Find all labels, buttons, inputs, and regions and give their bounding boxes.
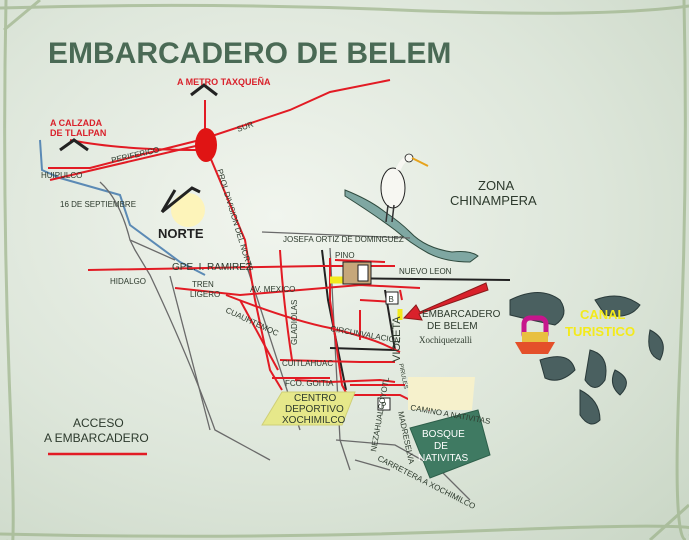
centro-label-2: DEPORTIVO — [285, 404, 344, 415]
zona-label-2: CHINAMPERA — [450, 193, 537, 208]
bosque-label-3: NATIVITAS — [418, 453, 469, 464]
bosque-label-1: BOSQUE — [422, 429, 465, 440]
page-title: EMBARCADERO DE BELEM — [48, 37, 451, 70]
fco-goitia-label: FCO. GOITIA — [285, 379, 334, 388]
nezahualcoyotl-label: NEZAHUALCOYOTL — [369, 376, 391, 453]
bosque-label-2: DE — [434, 441, 448, 452]
calzada-label-1: A CALZADA — [50, 118, 103, 128]
metro-arrow-icon — [190, 83, 218, 97]
hidalgo-label: HIDALGO — [110, 277, 146, 286]
embarcadero-label-2: DE BELEM — [427, 321, 478, 332]
bike-stop-icon: B — [385, 291, 399, 305]
arrow-pointer-icon — [402, 282, 489, 321]
parking-icon: P — [377, 397, 391, 411]
tren-label-2: LIGERO — [190, 290, 220, 299]
chinampa-river — [344, 189, 479, 263]
centro-label-1: CENTRO — [294, 393, 336, 404]
gpe-ramirez-label: GPE. I. RAMIREZ — [172, 262, 252, 273]
bus-icon — [342, 261, 372, 285]
centro-deportivo-area — [261, 391, 356, 426]
calzada-arrow-icon — [59, 138, 89, 152]
tren-label-1: TREN — [192, 280, 214, 289]
north-label: NORTE — [158, 226, 204, 241]
septiembre-label: 16 DE SEPTIEMBRE — [60, 200, 136, 209]
josefa-label: JOSEFA ORTIZ DE DOMINGUEZ — [283, 235, 404, 244]
sur-label: SUR — [236, 120, 255, 134]
embarcadero-area — [408, 377, 475, 410]
violeta-label: VIOLETA — [391, 316, 403, 362]
prol-division-label: PROL DIVISION DEL NORTE — [215, 168, 255, 272]
canal-label-1: CANAL — [580, 307, 626, 322]
cuauhtemoc-label: CUAUHTEMOC — [224, 306, 280, 338]
pino-label: PINO — [335, 251, 355, 260]
canal-islands — [509, 292, 664, 425]
boat-icon — [515, 315, 555, 354]
xochiquetzalli-label: Xochiquetzalli — [419, 335, 472, 345]
embarcadero-label-1: EMBARCADERO — [422, 309, 501, 320]
north-arrow-icon — [160, 186, 205, 227]
cuitlahuac-label: CUITLAHUAC — [282, 359, 333, 368]
metro-marker — [195, 128, 217, 162]
huipulco-label: HUIPULCO — [41, 171, 82, 180]
madreselva-label: MADRESELVA — [396, 411, 416, 466]
zona-label-1: ZONA — [478, 178, 514, 193]
canals — [39, 139, 206, 276]
canal-label-2: TURISTICO — [565, 324, 635, 339]
centro-label-3: XOCHIMILCO — [282, 415, 346, 426]
calzada-label-2: DE TLALPAN — [50, 128, 106, 138]
b-sign-label: B — [389, 295, 394, 304]
bosque-nativitas-area — [409, 409, 491, 479]
metro-label: A METRO TAXQUEÑA — [177, 77, 271, 87]
heron-icon — [380, 153, 429, 223]
p-sign-label: P — [381, 401, 386, 410]
av-mexico-label: AV. MEXICO — [250, 285, 295, 294]
nuevo-leon-label: NUEVO LEON — [399, 267, 452, 276]
legend: ACCESO A EMBARCADERO — [44, 416, 149, 456]
legend-line-1: ACCESO — [73, 416, 124, 430]
pirules-label: PIRULES — [397, 363, 408, 389]
gladiolas-label: GLADIOLAS — [290, 300, 299, 345]
legend-line-2: A EMBARCADERO — [44, 431, 149, 445]
